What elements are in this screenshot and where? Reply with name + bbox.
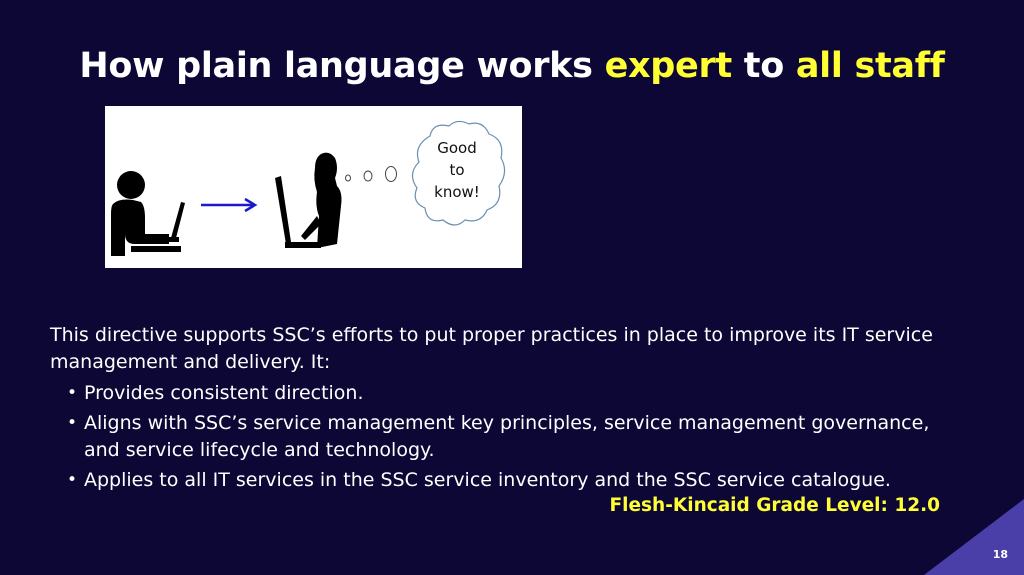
thought-cloud-icon: Good to know! (411, 120, 506, 226)
list-item: • Aligns with SSC’s service management ke… (50, 410, 950, 464)
corner-accent (924, 499, 1024, 575)
bullet-text: Aligns with SSC’s service management key… (84, 412, 930, 461)
slide-title: How plain language works expert to all s… (0, 46, 1024, 86)
expert-to-staff-illustration: Good to know! (105, 106, 522, 268)
intro-paragraph: This directive supports SSC’s efforts to… (50, 324, 933, 373)
bullet-icon: • (67, 413, 78, 433)
title-text-2: to (731, 46, 796, 86)
right-arrow-icon (201, 197, 258, 213)
list-item: • Provides consistent direction. (50, 380, 950, 407)
title-text-1: How plain language works (79, 46, 605, 86)
directive-description: This directive supports SSC’s efforts to… (50, 322, 950, 497)
bullet-text: Applies to all IT services in the SSC se… (84, 469, 891, 491)
thought-word-3: know! (434, 183, 480, 201)
thought-word-2: to (449, 161, 464, 179)
page-number: 18 (992, 548, 1008, 561)
list-item: • Applies to all IT services in the SSC s… (50, 467, 950, 494)
bullet-list: • Provides consistent direction. • Aligns … (50, 380, 950, 494)
bullet-icon: • (67, 470, 78, 490)
grade-level-label: Flesh-Kincaid Grade Level: 12.0 (609, 495, 941, 516)
bullet-text: Provides consistent direction. (84, 382, 364, 404)
thought-dots-icon (345, 166, 397, 182)
bullet-icon: • (67, 383, 78, 403)
title-highlight-all-staff: all staff (795, 46, 945, 86)
expert-at-laptop-icon (111, 171, 185, 256)
staff-at-computer-icon (275, 152, 342, 248)
thought-word-1: Good (437, 139, 477, 157)
title-highlight-expert: expert (604, 46, 733, 86)
